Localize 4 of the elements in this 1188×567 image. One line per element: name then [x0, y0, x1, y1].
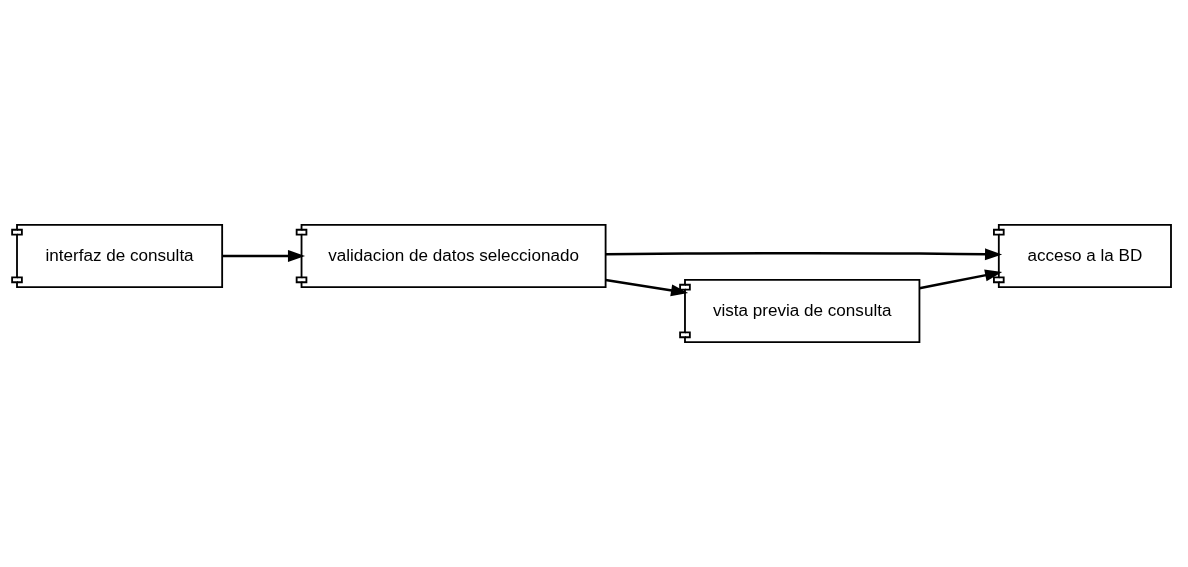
arrow: [605, 248, 1003, 261]
arrow: [222, 250, 306, 263]
arrow: [919, 269, 1003, 290]
arrow: [605, 278, 689, 297]
